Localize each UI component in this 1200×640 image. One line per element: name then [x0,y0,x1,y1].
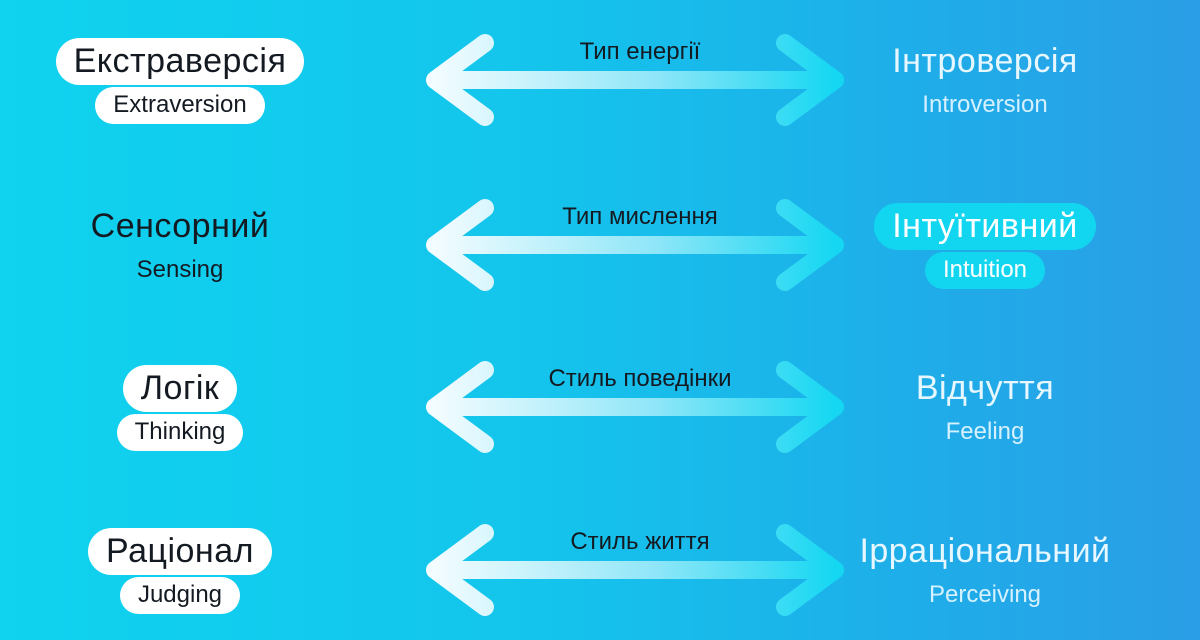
left-pole-ua: Екстраверсія [55,38,305,85]
right-pole-en: Perceiving [928,580,1042,608]
dichotomy-row-thinking: Сенсорний Sensing Тип мислення Інтуїтивн… [0,165,1200,315]
left-pole-en: Sensing [136,255,224,283]
double-arrow-icon [426,361,844,453]
left-pole-ua: Логік [122,365,238,412]
left-pole: Раціонал Judging [0,490,360,614]
left-pole: Сенсорний Sensing [0,165,360,289]
right-pole-ua: Інтроверсія [892,42,1078,80]
left-pole: Екстраверсія Extraversion [0,0,360,124]
right-pole-en: Introversion [922,90,1048,118]
right-pole-ua: Ірраціональний [859,532,1111,570]
dichotomy-row-lifestyle: Раціонал Judging Стиль життя Ірраціональ… [0,490,1200,640]
left-pole-ua: Раціонал [88,528,272,575]
axis-label: Тип енергії [579,38,701,65]
left-pole-en: Judging [119,576,241,614]
double-arrow-icon [426,199,844,291]
left-pole: Логік Thinking [0,327,360,451]
right-pole: Інтроверсія Introversion [805,0,1165,124]
right-pole-ua: Відчуття [915,369,1055,407]
left-pole-en: Extraversion [95,86,265,124]
right-pole: Ірраціональний Perceiving [805,490,1165,614]
axis-label: Тип мислення [562,203,718,230]
double-arrow-icon [426,34,844,126]
axis-label: Стиль життя [570,528,710,555]
double-arrow-icon [426,524,844,616]
left-pole-en: Thinking [116,413,244,451]
right-pole: Інтуїтивний Intuition [805,165,1165,289]
right-pole-en: Intuition [924,251,1046,289]
right-pole-en: Feeling [945,417,1025,445]
dichotomy-row-behavior: Логік Thinking Стиль поведінки Відчуття … [0,327,1200,477]
right-pole-ua: Інтуїтивний [874,203,1096,250]
right-pole: Відчуття Feeling [805,327,1165,451]
left-pole-ua: Сенсорний [90,207,270,245]
dichotomy-row-energy: Екстраверсія Extraversion Тип енергії Ін… [0,0,1200,150]
axis-label: Стиль поведінки [548,365,732,392]
